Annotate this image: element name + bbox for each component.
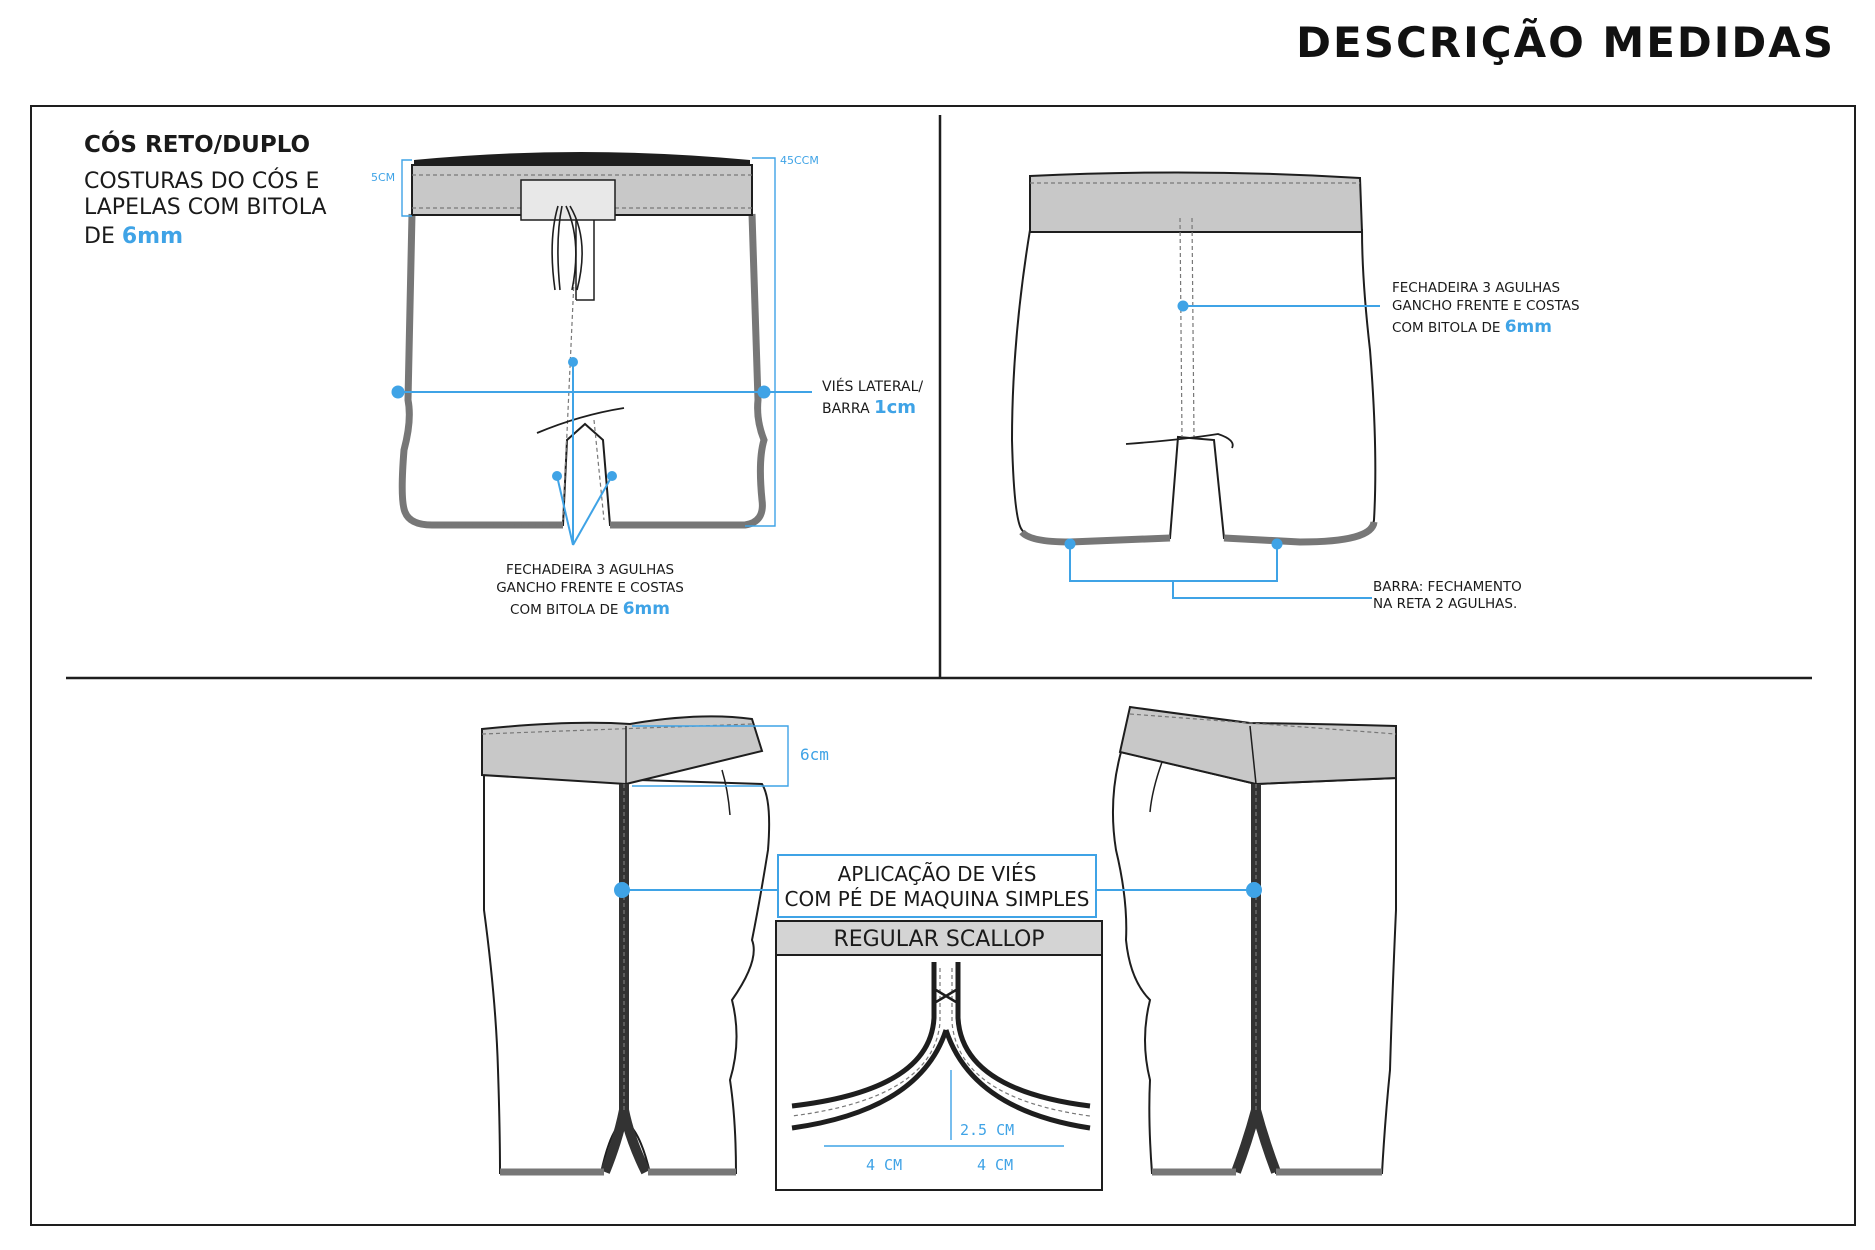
back-rise-prefix: COM BITOLA DE (1392, 320, 1505, 336)
back-view: FECHADEIRA 3 AGULHAS GANCHO FRENTE E COS… (1010, 171, 1580, 612)
back-rise-line3: COM BITOLA DE 6mm (1392, 317, 1552, 337)
back-hem-leader-tail (1172, 581, 1372, 599)
front-side-trim-dot-left (391, 385, 405, 399)
front-length-dim (745, 157, 776, 527)
back-hem-line1: BARRA: FECHAMENTO (1373, 579, 1522, 595)
side-trim-line2: COM PÉ DE MAQUINA SIMPLES (784, 887, 1089, 911)
front-side-trim-line2: BARRA 1cm (822, 397, 916, 418)
back-hem-dot-left (1064, 538, 1076, 550)
side-waist-height-dim (632, 725, 789, 787)
back-rise-dot (1177, 300, 1189, 312)
front-rise-dot-right (607, 471, 617, 481)
side-view-right (1111, 705, 1397, 1176)
side-right-waistband-seam (1129, 713, 1397, 735)
back-hem-leader (1069, 544, 1278, 582)
front-side-trim-dot-right (757, 385, 771, 399)
side-trim-dot-right (1246, 882, 1262, 898)
front-inner-seam-left (562, 279, 575, 521)
front-waist-height-dim (401, 159, 412, 217)
scallop-detail: REGULAR SCALLOP 2.5 CM 4 CM 4 CM (775, 920, 1103, 1191)
front-desc-line2: LAPELAS COM BITOLA (84, 195, 327, 220)
front-rise-line3: COM BITOLA DE 6mm (510, 599, 670, 619)
front-rise-leader-left (556, 475, 574, 546)
scallop-inner-curve (791, 1029, 1091, 1131)
outer-frame (30, 105, 1856, 1226)
scallop-box (775, 920, 1103, 1191)
scallop-left-width-label: 4 CM (866, 1156, 902, 1174)
front-length-label: 45CCM (780, 154, 819, 167)
side-right-waistband (1118, 705, 1397, 786)
front-desc-prefix: DE (84, 224, 122, 249)
front-drawstring-right (565, 205, 583, 291)
back-center-seam (1179, 217, 1195, 438)
side-trim-line1: APLICAÇÃO DE VIÉS (838, 862, 1037, 886)
back-waistband (1029, 171, 1364, 233)
side-trim-dot-left (614, 882, 630, 898)
front-rise-leader-right (572, 475, 613, 546)
scallop-bartack (935, 988, 957, 1004)
side-view-left (481, 715, 771, 1176)
front-rise-dot-left (552, 471, 562, 481)
side-left-waistband (481, 715, 764, 786)
front-rise-value: 6mm (623, 599, 670, 619)
front-heading: CÓS RETO/DUPLO (84, 130, 310, 158)
side-right-waistband-divide (1249, 725, 1257, 785)
front-waist-height-label: 5CM (371, 171, 395, 184)
front-rise-prefix: COM BITOLA DE (510, 602, 623, 618)
side-right-side-trim (1231, 784, 1281, 1174)
scallop-outer-curve (791, 962, 1091, 1109)
front-left-trim-seam (401, 213, 563, 526)
back-rise-value: 6mm (1505, 317, 1552, 337)
side-trim-callout-box (777, 854, 1097, 918)
back-rise-line2: GANCHO FRENTE E COSTAS (1392, 298, 1580, 314)
side-waist-height-label: 6cm (800, 745, 829, 764)
scallop-seam-left (791, 968, 941, 1117)
front-side-trim-prefix: BARRA (822, 401, 874, 417)
front-view: CÓS RETO/DUPLO COSTURAS DO CÓS E LAPELAS… (84, 130, 923, 619)
front-crotch-stitch (536, 407, 625, 434)
scallop-seam-right (951, 968, 1091, 1117)
back-hem-line2: NA RETA 2 AGULHAS. (1373, 596, 1517, 612)
front-right-trim-seam (610, 213, 765, 526)
scallop-right-width-label: 4 CM (977, 1156, 1013, 1174)
front-drawstring-left (551, 205, 563, 291)
side-left-pocket (721, 769, 731, 816)
front-lace-panel (520, 179, 616, 221)
scallop-title-bar (775, 920, 1103, 956)
back-hem-dot-right (1271, 538, 1283, 550)
front-rise-dot-top (568, 357, 578, 367)
front-rise-line1: FECHADEIRA 3 AGULHAS (506, 562, 674, 578)
front-desc-line3: DE 6mm (84, 224, 183, 249)
back-hem-trim-right (1223, 521, 1378, 546)
scallop-title: REGULAR SCALLOP (833, 927, 1044, 952)
front-rise-line2: GANCHO FRENTE E COSTAS (496, 580, 684, 596)
front-garment-body (401, 213, 766, 526)
side-right-pocket (1149, 761, 1163, 813)
side-left-side-trim (600, 784, 651, 1175)
back-rise-line1: FECHADEIRA 3 AGULHAS (1392, 280, 1560, 296)
front-desc-line1: COSTURAS DO CÓS E (84, 168, 319, 194)
front-desc-value: 6mm (122, 224, 183, 249)
front-inner-seam-right (593, 419, 605, 521)
page-title: DESCRIÇÃO MEDIDAS (1296, 18, 1835, 67)
back-crotch-stitch (1125, 433, 1234, 449)
scallop-height-label: 2.5 CM (960, 1121, 1014, 1139)
front-side-trim-value: 1cm (874, 397, 916, 418)
front-side-trim-line1: VIÉS LATERAL/ (822, 378, 923, 395)
